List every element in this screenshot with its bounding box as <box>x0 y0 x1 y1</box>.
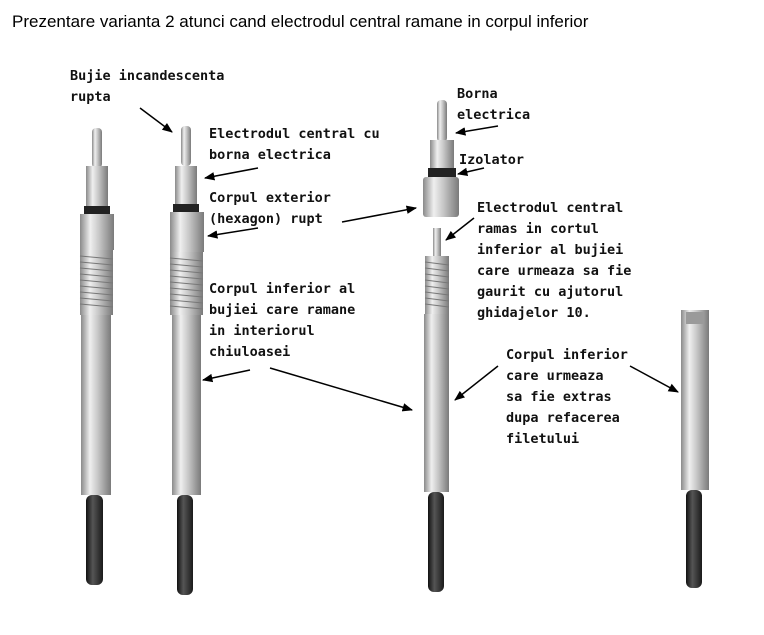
label-izolator: Izolator <box>459 152 525 168</box>
arrow-corp-extras-right <box>629 365 679 393</box>
arrow-electrod-ramas <box>445 217 475 241</box>
arrows <box>139 107 679 412</box>
arrow-corp-inferior-left <box>201 369 251 383</box>
glow-plug-intact <box>79 128 114 585</box>
arrow-borna <box>454 125 499 136</box>
arrow-bujie-rupta <box>139 107 173 133</box>
arrow-corp-inferior-right <box>269 367 414 412</box>
arrow-corp-exterior-left <box>206 227 259 239</box>
label-borna: Borna electrica <box>457 86 531 123</box>
arrow-corp-exterior-right <box>341 205 418 223</box>
electrode-top-piece <box>423 100 459 217</box>
arrow-corp-extras-left <box>454 365 499 401</box>
arrow-izolator <box>456 167 485 176</box>
label-corp-inferior: Corpul inferior al bujiei care ramane in… <box>209 281 356 360</box>
label-corp-extras: Corpul inferior care urmeaza sa fie extr… <box>506 347 628 447</box>
label-electrod-ramas: Electrodul central ramas in cortul infer… <box>477 200 632 321</box>
label-electrod-borna: Electrodul central cu borna electrica <box>209 126 380 163</box>
arrow-electrod-borna <box>203 167 259 181</box>
lower-body-with-electrode <box>424 228 450 592</box>
label-bujie-rupta: Bujie incandescenta rupta <box>70 68 225 105</box>
page-title: Prezentare varianta 2 atunci cand electr… <box>12 12 589 31</box>
drilled-lower-body <box>681 310 709 588</box>
label-corp-exterior: Corpul exterior (hexagon) rupt <box>209 190 331 227</box>
glow-plug-broken <box>169 126 204 595</box>
